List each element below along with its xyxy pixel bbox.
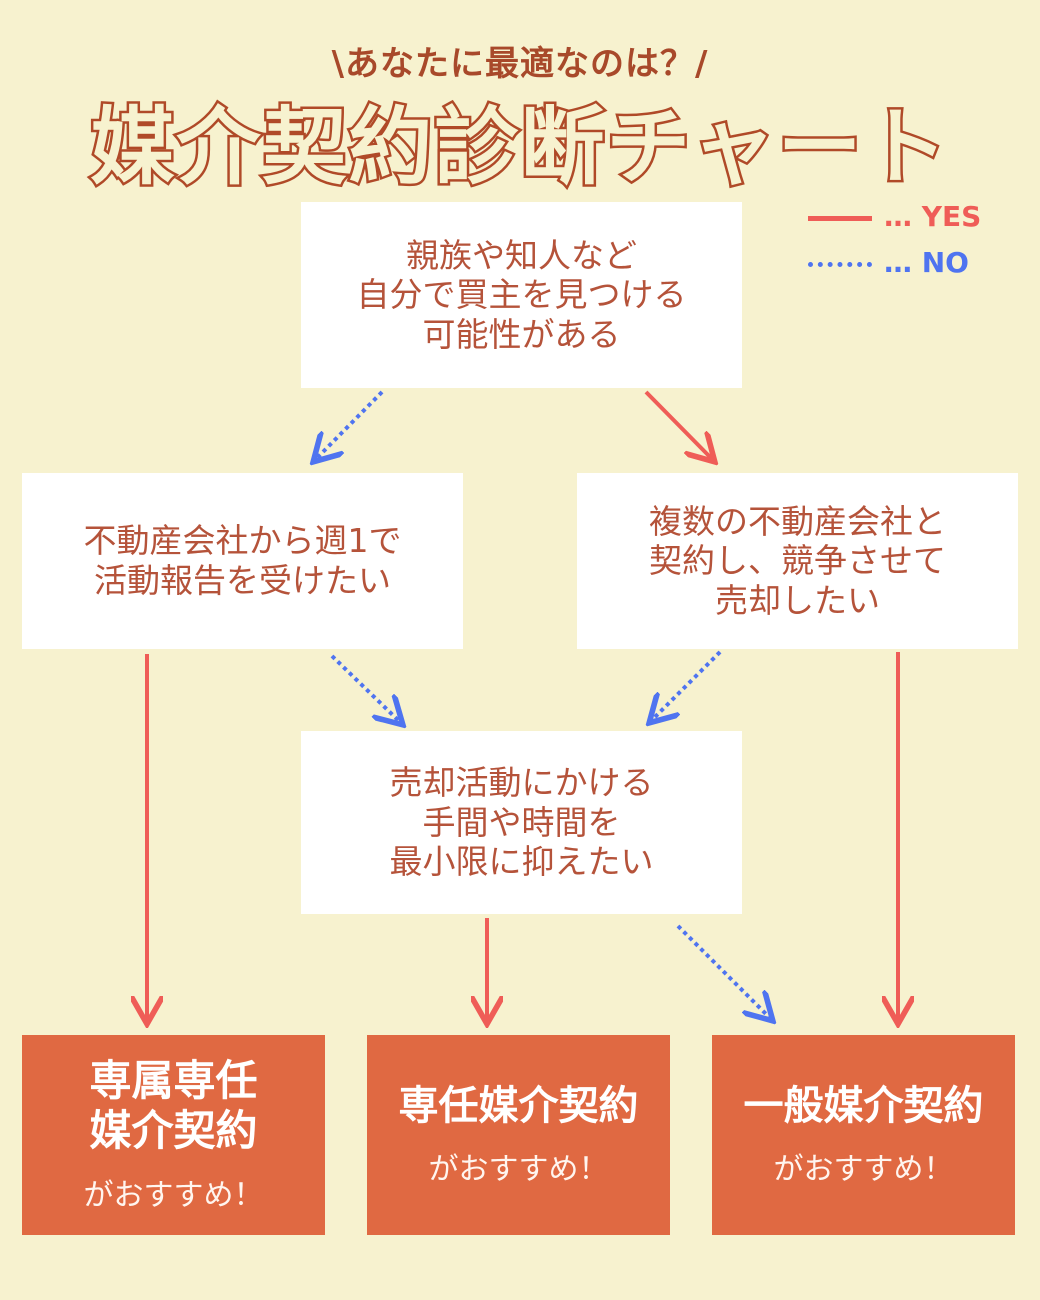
question-3-line-1: 複数の不動産会社と (649, 501, 946, 541)
question-3-line-2: 契約し、競争させて (649, 541, 946, 581)
result-2-title: 専任媒介契約 (398, 1083, 639, 1129)
result-1-sub: がおすすめ！ (83, 1178, 264, 1214)
question-1-line-2: 自分で買主を見つける (356, 275, 687, 315)
result-1-title-line-1: 専属専任 (89, 1055, 258, 1105)
question-4-line-1: 売却活動にかける (389, 763, 654, 803)
legend-no: … NO (808, 246, 969, 279)
question-4-line-2: 手間や時間を (422, 802, 621, 842)
question-2-line-1: 不動産会社から週1で (83, 521, 402, 561)
question-box-4: 売却活動にかける 手間や時間を 最小限に抑えたい (301, 731, 742, 914)
arrow-q2-no (330, 654, 400, 722)
chart-subtitle: \あなたに最適なのは？/ (331, 44, 709, 84)
result-box-3: 一般媒介契約 がおすすめ！ (712, 1035, 1015, 1235)
arrow-q3-no (652, 650, 722, 720)
question-2-line-2: 活動報告を受けたい (94, 561, 391, 600)
result-3-sub: がおすすめ！ (773, 1152, 954, 1187)
result-box-1: 専属専任 媒介契約 がおすすめ！ (22, 1035, 325, 1235)
legend-yes-label: … YES (884, 200, 982, 233)
question-box-3: 複数の不動産会社と 契約し、競争させて 売却したい (577, 473, 1018, 649)
arrow-q4-no (676, 924, 770, 1018)
legend-no-line (808, 261, 872, 267)
arrow-q1-yes (644, 390, 712, 459)
legend-no-label: … NO (884, 246, 969, 279)
arrow-q1-no (316, 390, 384, 459)
question-3-line-3: 売却したい (715, 580, 880, 620)
legend-yes: … YES (808, 200, 981, 233)
question-box-2: 不動産会社から週1で 活動報告を受けたい (22, 473, 463, 649)
chart-title: 媒介契約診断チャート (88, 96, 950, 199)
question-1-line-3: 可能性がある (422, 314, 621, 354)
result-2-sub: がおすすめ！ (428, 1152, 609, 1187)
result-box-2: 専任媒介契約 がおすすめ！ (367, 1035, 670, 1235)
result-3-title: 一般媒介契約 (743, 1083, 984, 1129)
question-1-line-1: 親族や知人など (406, 235, 637, 275)
legend-yes-line (808, 215, 872, 221)
question-4-line-3: 最小限に抑えたい (389, 842, 654, 882)
result-1-title-line-2: 媒介契約 (89, 1106, 258, 1155)
question-box-1: 親族や知人など 自分で買主を見つける 可能性がある (301, 202, 742, 388)
